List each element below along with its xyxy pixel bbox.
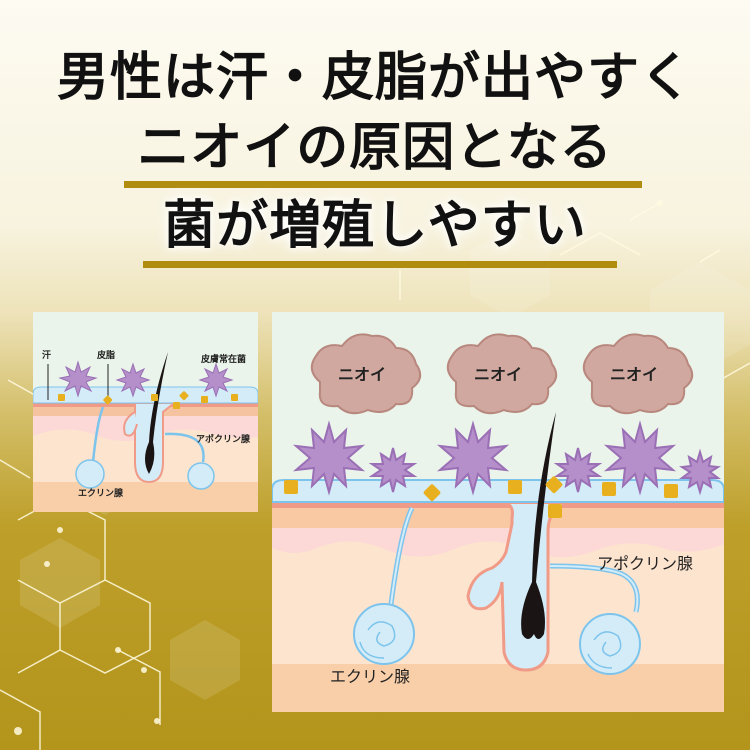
headline-underline-2 (143, 261, 617, 268)
label-eccrine-gland-small: エクリン腺 (78, 489, 124, 499)
odor-cloud-label-2: ニオイ (474, 365, 523, 384)
odor-clouds (310, 333, 694, 415)
odor-cloud-label-3: ニオイ (610, 365, 659, 384)
label-eccrine-gland: エクリン腺 (330, 667, 411, 686)
label-apocrine-gland: アポクリン腺 (597, 554, 694, 573)
headline-line-2: ニオイの原因となる (137, 118, 613, 178)
label-sebum: 皮脂 (97, 351, 116, 361)
bacteria-cluster (292, 420, 721, 496)
sebum-particles (284, 476, 678, 518)
headline-line-3: 菌が増殖しやすい (163, 196, 587, 256)
odor-cloud-label-1: ニオイ (338, 365, 387, 384)
headline-line-1: 男性は汗・皮脂が出やすく (56, 48, 693, 108)
label-sweat: 汗 (42, 351, 52, 361)
large-skin-diagram: ニオイ ニオイ ニオイ アポクリン腺 エクリン腺 (272, 312, 724, 712)
headline-underline-1 (124, 181, 642, 188)
small-skin-diagram: 汗 皮脂 皮膚常在菌 アポクリン腺 エクリン腺 (33, 312, 258, 512)
large-skin-cross-section (272, 312, 724, 712)
label-resident-bacteria: 皮膚常在菌 (201, 355, 247, 365)
small-skin-cross-section (33, 312, 258, 512)
label-apocrine-gland-small: アポクリン腺 (196, 435, 251, 445)
